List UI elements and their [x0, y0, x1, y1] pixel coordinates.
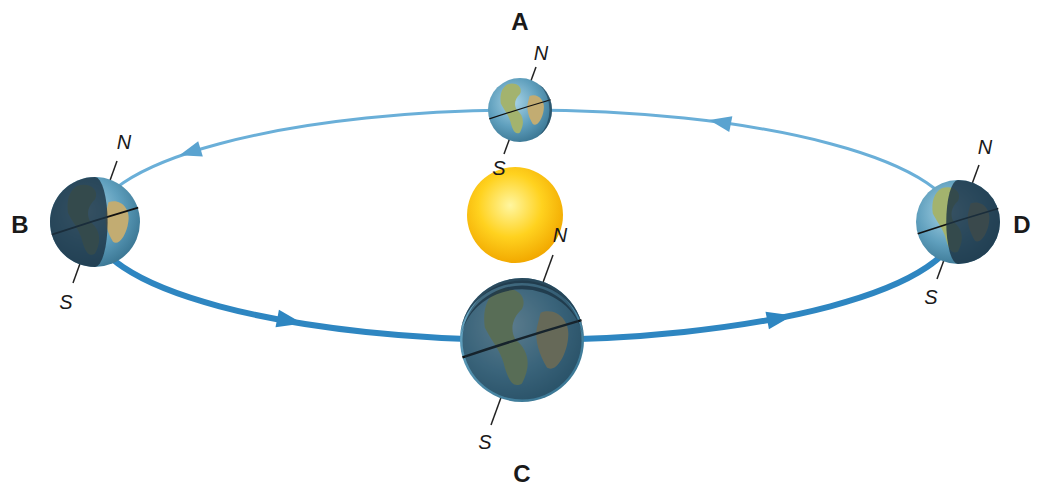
pole-label: S	[59, 292, 72, 312]
pole-label: S	[492, 158, 505, 178]
orbit-arrow	[708, 112, 733, 132]
orbit-position-letter: B	[11, 213, 28, 237]
pole-label: S	[924, 287, 937, 307]
sun	[467, 167, 563, 263]
orbit-position-letter: A	[511, 10, 528, 34]
pole-label: N	[553, 225, 567, 245]
earth-c	[460, 255, 584, 425]
orbit-arrow	[766, 307, 795, 330]
earth-b	[50, 161, 140, 283]
orbit-arrow	[177, 141, 203, 163]
orbit-position-letter: D	[1013, 213, 1030, 237]
earth-d	[916, 165, 1000, 279]
pole-label: S	[478, 432, 491, 452]
earth-a	[488, 67, 552, 154]
orbit-arrow	[276, 310, 305, 333]
orbit-position-letter: C	[513, 462, 530, 486]
pole-label: N	[117, 132, 131, 152]
pole-label: N	[534, 43, 548, 63]
pole-label: N	[978, 137, 992, 157]
